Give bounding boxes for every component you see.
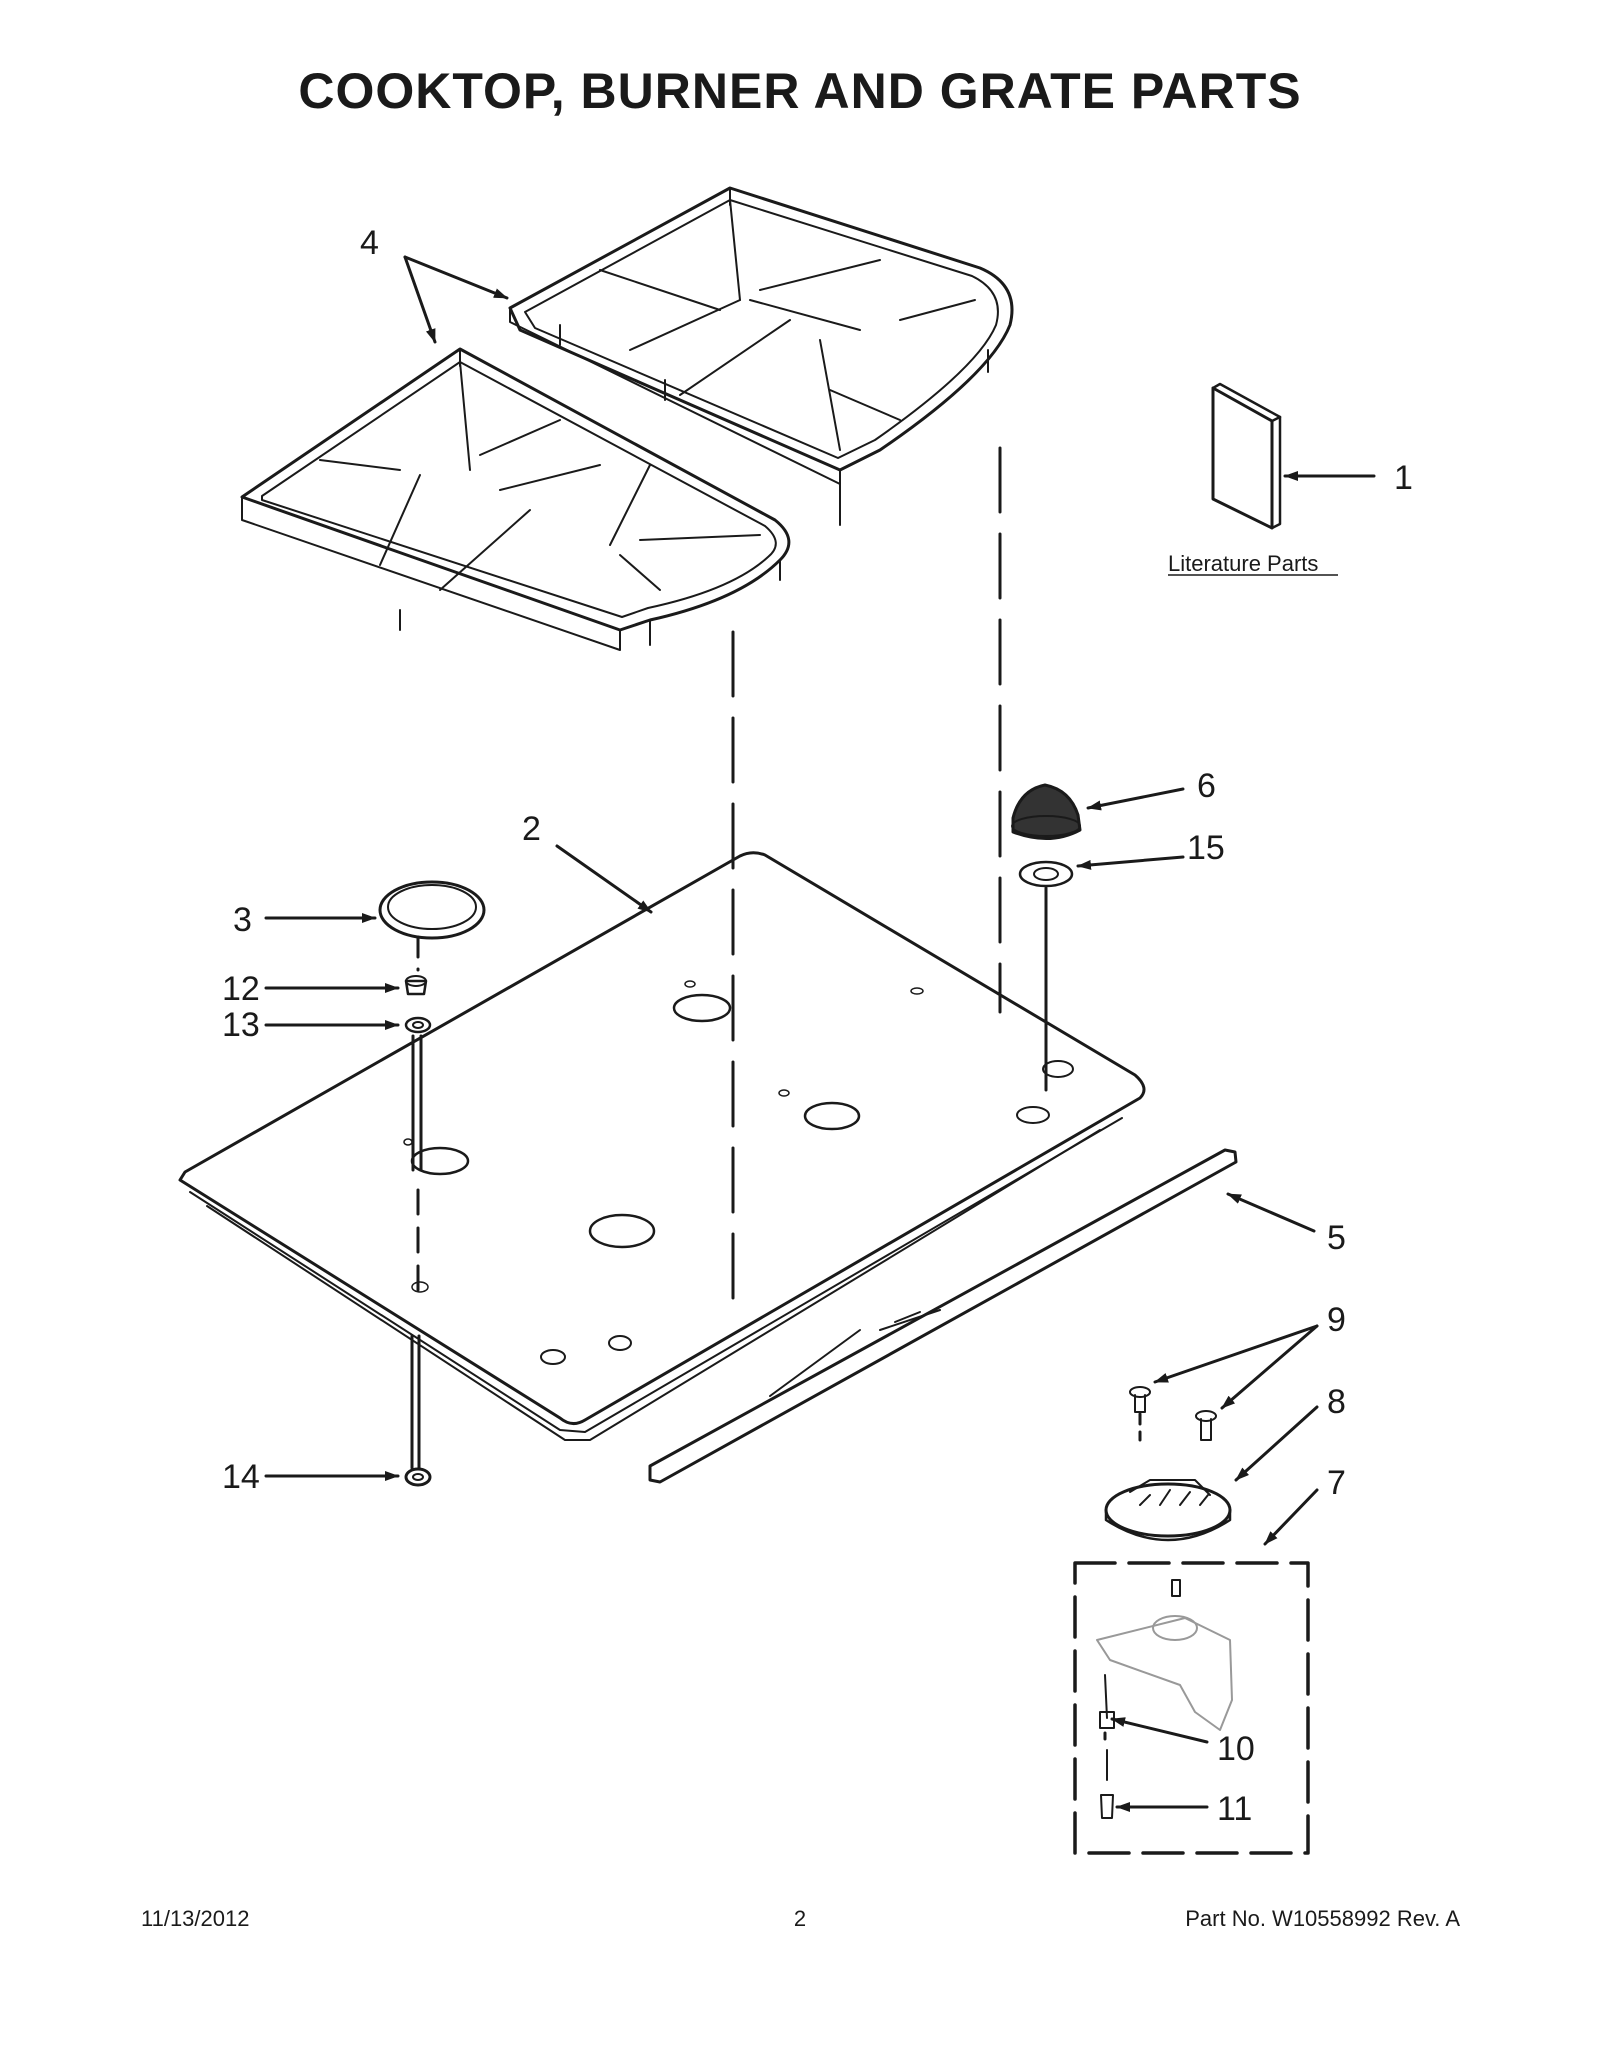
grate-right (508, 186, 1014, 526)
burner-cap (378, 880, 486, 940)
callout-11: 11 (1217, 1790, 1252, 1828)
callout-2: 2 (522, 810, 541, 848)
callout-3: 3 (233, 901, 252, 939)
callout-7: 7 (1327, 1464, 1346, 1502)
callout-9: 9 (1327, 1301, 1346, 1339)
callout-15: 15 (1187, 829, 1225, 867)
trim-strip (648, 1148, 1238, 1484)
footer-part-number: Part No. W10558992 Rev. A (1185, 1906, 1460, 1931)
footer-page-number: 2 (793, 1906, 807, 1931)
callout-10: 10 (1217, 1730, 1255, 1768)
leader-arrows (264, 255, 1376, 1812)
alignment-lines (410, 446, 1142, 1747)
callout-1: 1 (1394, 459, 1413, 497)
callout-5: 5 (1327, 1219, 1346, 1257)
grate-left (240, 347, 791, 651)
callout-6: 6 (1197, 767, 1216, 805)
literature-parts-label: Literature Parts (1168, 551, 1318, 576)
callout-12: 12 (222, 970, 260, 1008)
callout-8: 8 (1327, 1383, 1346, 1421)
screw-pair (1129, 1386, 1217, 1441)
control-knob (1011, 783, 1082, 888)
footer-date: 11/13/2012 (141, 1906, 250, 1931)
cooktop-glass (178, 851, 1146, 1441)
valve-assembly-box (1073, 1561, 1310, 1855)
burner-base (1104, 1479, 1232, 1542)
literature-booklet (1211, 382, 1282, 530)
callout-13: 13 (222, 1006, 260, 1044)
page-title: COOKTOP, BURNER AND GRATE PARTS (298, 63, 1302, 119)
callout-labels: 4 1 2 3 12 13 6 15 5 9 8 7 10 11 14 (222, 224, 1413, 1828)
callout-4: 4 (360, 224, 379, 262)
callout-14: 14 (222, 1458, 260, 1496)
